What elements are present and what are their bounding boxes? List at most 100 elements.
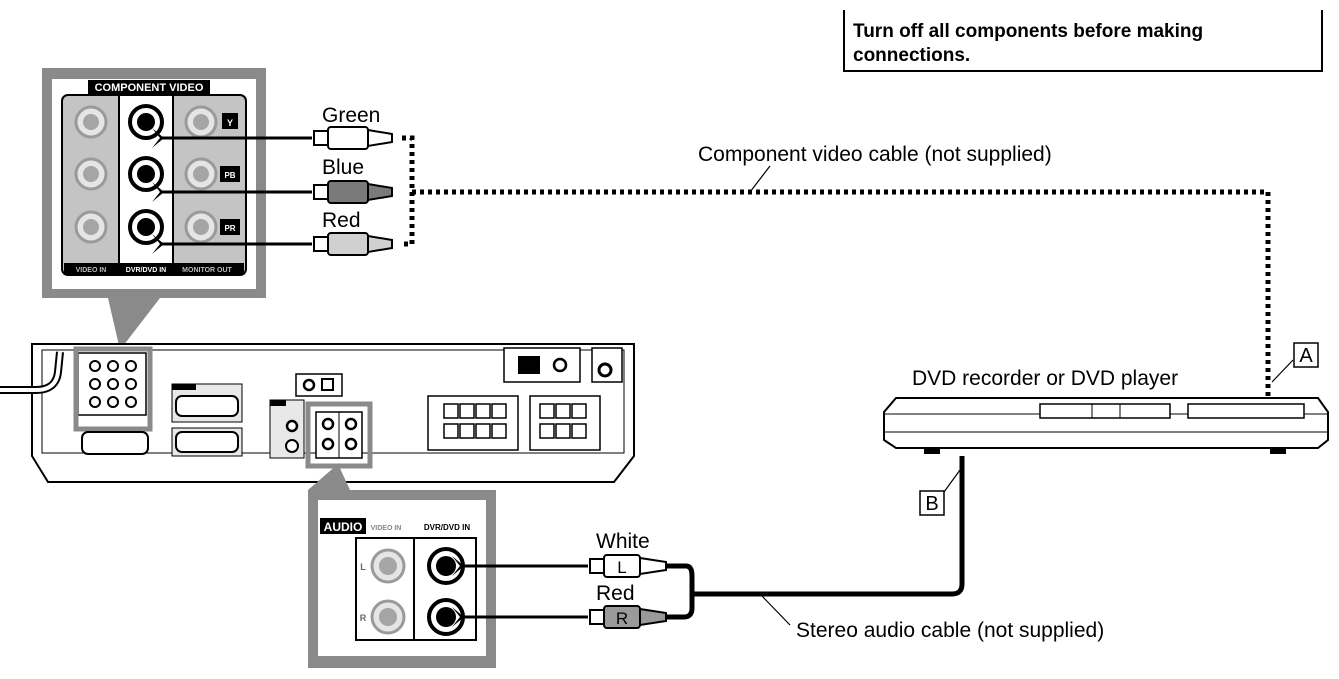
jack-center	[193, 114, 209, 130]
speaker-terminal	[443, 423, 459, 439]
component-col-dvr-in: DVR/DVD IN	[126, 267, 166, 274]
component-header-bg	[88, 80, 210, 94]
plug-tip	[589, 609, 605, 625]
speaker-terminal	[571, 423, 587, 439]
speaker-terminal	[555, 403, 571, 419]
audio-plugs: L R	[452, 554, 667, 629]
label-white: White	[596, 530, 650, 553]
scart-connector	[175, 431, 239, 453]
green-plug	[152, 126, 393, 150]
dvd-device	[883, 397, 1329, 454]
arrow-head	[152, 182, 164, 202]
component-col-video-in: VIDEO IN	[76, 267, 107, 274]
unit-jack	[107, 360, 119, 372]
audio-video-in-label: VIDEO IN	[371, 525, 402, 532]
unit-audio-jack	[321, 417, 335, 431]
arrow-head	[452, 607, 464, 627]
marker-a-box	[1293, 342, 1319, 368]
dvd-foot	[1270, 448, 1286, 454]
scart-connector	[175, 395, 239, 417]
row-tag-y-bg	[222, 113, 238, 129]
antenna-panel	[503, 347, 581, 383]
jack-center	[83, 166, 99, 182]
speaker-terminal	[443, 403, 459, 419]
plug-tip	[589, 558, 605, 574]
video-label-bar	[270, 400, 286, 406]
speaker-terminal	[475, 423, 491, 439]
s-video-jack	[285, 439, 299, 453]
am-terminal	[518, 356, 540, 374]
blue-plug	[152, 180, 393, 204]
arrow-head	[452, 556, 464, 576]
main-unit-rear	[0, 343, 635, 483]
plug-tip	[313, 236, 329, 252]
unit-audio-jack	[344, 437, 358, 451]
white-audio-plug: L	[452, 554, 667, 578]
speaker-terminal	[539, 403, 555, 419]
unit-jack	[89, 360, 101, 372]
label-blue: Blue	[322, 156, 364, 179]
jack-center	[137, 165, 155, 183]
optical-jack	[321, 378, 334, 391]
unit-jack	[125, 378, 137, 390]
label-red-audio: Red	[596, 582, 635, 605]
component-video-panel: COMPONENT VIDEO VIDEO IN DVR/DVD IN MONI…	[42, 68, 266, 350]
label-red-video: Red	[322, 209, 361, 232]
jack-center	[436, 556, 456, 576]
plug-boot	[367, 182, 393, 202]
jack-center	[193, 219, 209, 235]
unit-audio-highlight	[305, 401, 373, 469]
plug-boot	[367, 234, 393, 254]
row-tag-y: Y	[227, 118, 233, 128]
plug-boot	[639, 607, 667, 627]
unit-jack	[107, 396, 119, 408]
scart-connector	[81, 431, 149, 455]
stereo-audio-cable	[666, 456, 965, 620]
red-audio-plug: R	[452, 605, 667, 629]
unit-audio-jack	[344, 417, 358, 431]
unit-jack	[125, 360, 137, 372]
jack-center	[137, 218, 155, 236]
marker-a-leader	[1271, 359, 1294, 383]
speaker-terminal	[475, 403, 491, 419]
jack-center	[436, 607, 456, 627]
component-cable-bundle	[402, 135, 415, 247]
audio-header-bg	[320, 518, 366, 534]
dvd-display	[1187, 403, 1305, 419]
component-plugs	[152, 126, 393, 256]
audio-cable-label: Stereo audio cable (not supplied)	[796, 619, 1104, 642]
label-green: Green	[322, 104, 380, 127]
audio-panel: AUDIO VIDEO IN DVR/DVD IN L R	[308, 464, 496, 668]
speaker-terminal	[539, 423, 555, 439]
plug-letter-r: R	[616, 609, 628, 628]
unit-component-highlight	[73, 346, 153, 432]
plug-boot	[367, 128, 393, 148]
plug-tip	[313, 184, 329, 200]
dvd-foot	[924, 448, 940, 454]
component-col-monitor-out: MONITOR OUT	[182, 267, 232, 274]
red-video-plug	[152, 232, 393, 256]
arrow-head	[152, 234, 164, 254]
plug-boot	[639, 556, 667, 576]
jack-center	[83, 114, 99, 130]
coax-jack	[302, 378, 316, 392]
unit-jack	[125, 396, 137, 408]
unit-jack	[89, 378, 101, 390]
speaker-terminal	[571, 403, 587, 419]
jack-center	[137, 113, 155, 131]
jack-center	[193, 166, 209, 182]
speaker-terminal	[491, 423, 507, 439]
row-tag-pb: PB	[224, 171, 235, 180]
component-cable-leader	[749, 165, 771, 193]
device-label: DVD recorder or DVD player	[912, 367, 1178, 390]
video-jack	[285, 419, 299, 433]
jack-center	[83, 219, 99, 235]
power-cord-inner	[0, 351, 62, 392]
component-video-cable	[402, 135, 1271, 398]
audio-right-label: R	[360, 613, 367, 623]
row-tag-pr-bg	[220, 219, 240, 235]
row-tag-pb-bg	[220, 166, 240, 182]
component-cable-label: Component video cable (not supplied)	[698, 143, 1052, 166]
plug-body	[327, 232, 369, 256]
